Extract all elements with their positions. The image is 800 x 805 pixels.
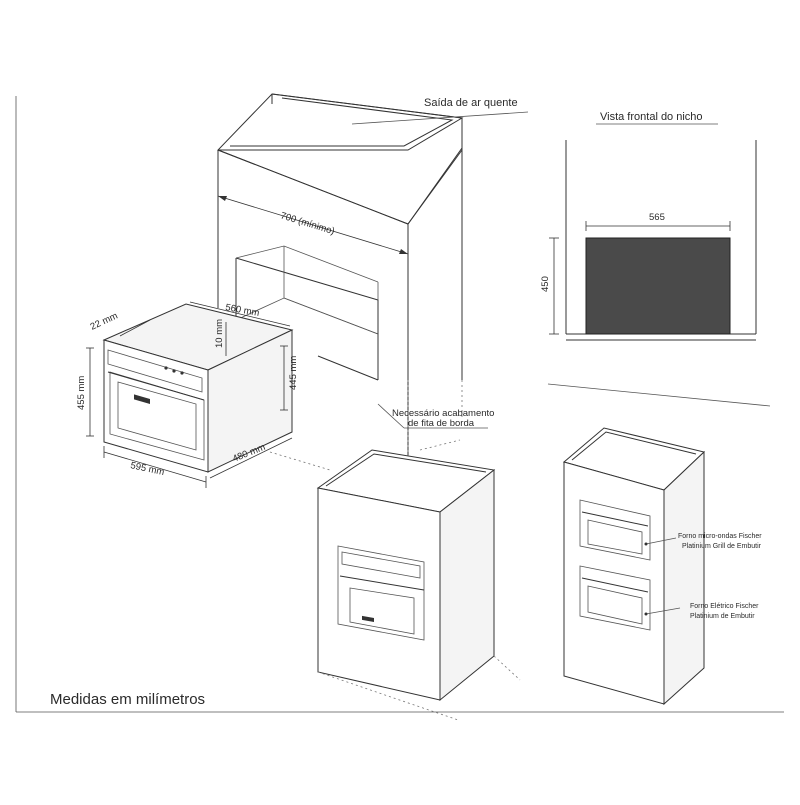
edge-note-leader — [377, 403, 405, 429]
microwave-leader — [645, 537, 677, 545]
oven-leader-dot — [644, 612, 648, 616]
dim-22 — [119, 319, 151, 337]
dim-445-label: 445 mm — [288, 356, 299, 390]
center-oven-handle — [339, 575, 425, 591]
left-oven-knob-c — [180, 371, 184, 375]
dim-10-label: 10 mm — [214, 319, 225, 348]
dim-480 — [209, 437, 293, 479]
dim-565 — [585, 221, 731, 231]
oven-line1: Forno Elétrico Fischer — [690, 603, 759, 610]
microwave-leader-dot — [644, 542, 648, 546]
connector-dash-a — [269, 451, 331, 471]
footer-units-note: Medidas em milímetros — [50, 691, 205, 708]
edge-note-line2: de fita de borda — [408, 418, 475, 429]
dim-700-label: 700 (mínimo) — [279, 210, 336, 237]
dim-22-label: 22 mm — [89, 310, 120, 332]
center-oven-display — [362, 615, 374, 622]
tall-cabinet — [217, 93, 464, 458]
dim-455-label: 455 mm — [76, 376, 87, 410]
microwave-line1: Forno micro-ondas Fischer — [678, 533, 762, 540]
dim-560 — [189, 301, 291, 327]
microwave — [579, 499, 651, 561]
hot-air-label: Saída de ar quente — [424, 97, 518, 109]
dim-450 — [549, 237, 559, 335]
dim-455 — [86, 347, 94, 437]
connector-dash-b — [419, 439, 461, 451]
left-oven-handle — [107, 371, 205, 401]
left-oven-knob-a — [164, 366, 168, 370]
niche-cutout — [585, 237, 731, 335]
microwave-line2: Platinium Grill de Embutir — [682, 543, 762, 550]
left-oven — [102, 303, 294, 473]
edge-note-line1: Necessário acabamento — [392, 408, 494, 419]
dim-595 — [103, 446, 207, 488]
dim-450-label: 450 — [540, 276, 551, 292]
front-view-title: Vista frontal do nicho — [600, 111, 703, 123]
left-oven-knob-b — [172, 369, 176, 373]
dim-445 — [280, 345, 288, 411]
dim-700 — [217, 190, 409, 260]
center-floor-dash-b — [493, 655, 521, 681]
oven-line2: Platinium de Embutir — [690, 613, 755, 620]
electric-oven-handle — [581, 577, 649, 593]
electric-oven — [579, 565, 651, 631]
hot-air-leader — [351, 111, 529, 125]
dim-595-label: 595 mm — [129, 460, 165, 478]
microwave-handle — [581, 511, 649, 527]
center-cabinet — [316, 449, 496, 702]
oven-leader — [645, 607, 681, 615]
right-tower — [562, 427, 706, 706]
left-oven-display — [134, 394, 150, 405]
dim-565-label: 565 — [649, 212, 665, 223]
front-view-panel — [547, 140, 771, 407]
